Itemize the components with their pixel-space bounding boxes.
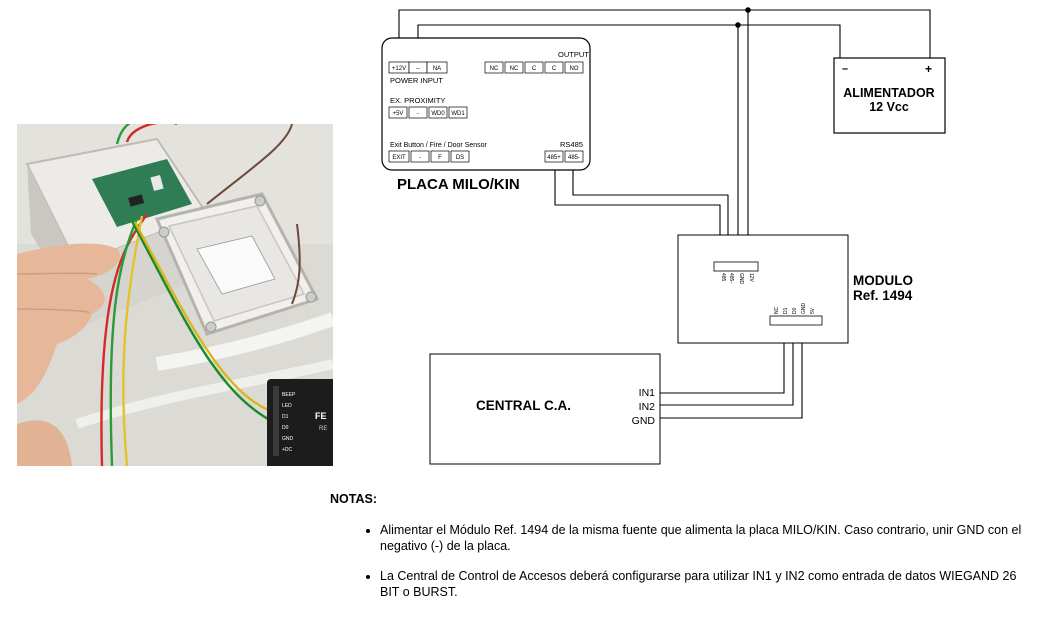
- module-pin-12v: 12V: [748, 273, 754, 283]
- photo-led-led: LED: [282, 403, 292, 409]
- term-exit-2: -: [419, 155, 421, 161]
- term-exit-4: DS: [456, 155, 464, 161]
- photo-led-gnd: GND: [282, 436, 294, 442]
- board-milo-kin: +12V – NA NC NC C C NO +5V - WD0 WD1: [381, 37, 591, 193]
- label-ex-proximity: EX. PROXIMITY: [390, 96, 445, 105]
- photo-illustration: BEEP LED D1 D0 GND +DC FE RE: [17, 124, 333, 466]
- module-pin-d1: D1: [783, 307, 789, 314]
- notes-title: NOTAS:: [330, 492, 377, 506]
- psu-voltage: 12 Vcc: [869, 100, 909, 114]
- term-power-1: +12V: [392, 66, 406, 72]
- module-pin-nc: NC: [774, 306, 780, 314]
- photo-led-d0: D0: [282, 425, 289, 431]
- notes-list: Alimentar el Módulo Ref. 1494 de la mism…: [330, 522, 1030, 600]
- term-output-2: NC: [510, 66, 519, 72]
- term-power-2: –: [416, 66, 420, 72]
- module-pin-gnd2: GND: [801, 303, 807, 315]
- term-exit-3: F: [438, 155, 442, 161]
- photo-brand: FE: [315, 411, 327, 421]
- central-gnd: GND: [632, 415, 656, 427]
- term-prox-3: WD0: [431, 111, 445, 117]
- photo-led-d1: D1: [282, 414, 289, 420]
- module-pin-485-minus: 485-: [728, 273, 734, 283]
- term-rs485-1: 485+: [547, 155, 561, 161]
- wire-485-minus: [572, 166, 729, 262]
- wiring-diagram: +12V – NA NC NC C C NO +5V - WD0 WD1: [381, 7, 946, 465]
- term-output-3: C: [532, 66, 537, 72]
- central-in1: IN1: [639, 387, 656, 399]
- module-pin-485: 485: [720, 273, 726, 282]
- psu-positive-sign: +: [925, 62, 932, 76]
- installation-photo: BEEP LED D1 D0 GND +DC FE RE: [17, 124, 333, 466]
- wire-gnd-to-central: [660, 325, 803, 419]
- label-power-input: POWER INPUT: [390, 76, 443, 85]
- label-exit: Exit Button / Fire / Door Sensor: [390, 142, 488, 149]
- notes-section: NOTAS: Alimentar el Módulo Ref. 1494 de …: [330, 492, 1030, 614]
- term-output-1: NC: [490, 66, 499, 72]
- photo-led-beep: BEEP: [282, 392, 296, 398]
- module-1494: 485 485- GND 12V NC D1 D0 GND 5V MODULO …: [677, 234, 913, 344]
- module-pin-d0: D0: [792, 307, 798, 314]
- label-rs485: RS485: [560, 140, 583, 149]
- term-exit-1: EXIT: [392, 155, 406, 161]
- power-supply: – + ALIMENTADOR 12 Vcc: [833, 57, 946, 134]
- note-item-2: La Central de Control de Accesos deberá …: [380, 568, 1030, 600]
- note-item-1: Alimentar el Módulo Ref. 1494 de la mism…: [380, 522, 1030, 554]
- term-prox-2: -: [417, 111, 419, 117]
- module-pin-5v: 5V: [810, 307, 816, 314]
- central-in2: IN2: [639, 401, 656, 413]
- central-ca: CENTRAL C.A. IN1 IN2 GND: [429, 353, 661, 465]
- module-pin-gnd: GND: [738, 273, 744, 285]
- psu-title: ALIMENTADOR: [843, 86, 934, 100]
- central-title: CENTRAL C.A.: [476, 398, 571, 413]
- term-rs485-2: 485-: [568, 155, 580, 161]
- junction-12v: [745, 7, 751, 13]
- term-output-5: NO: [570, 66, 579, 72]
- board-title: PLACA MILO/KIN: [397, 176, 520, 193]
- wire-d0-to-in2: [660, 325, 794, 406]
- photo-brand2: RE: [319, 426, 327, 432]
- wire-12v-to-psu-positive: [398, 9, 931, 62]
- psu-negative-sign: –: [842, 63, 848, 75]
- photo-led-dc: +DC: [282, 447, 293, 453]
- term-prox-1: +5V: [393, 111, 404, 117]
- term-power-3: NA: [433, 66, 441, 72]
- label-output: OUTPUT: [558, 50, 589, 59]
- junction-gnd: [735, 22, 741, 28]
- module-ref: Ref. 1494: [853, 288, 913, 303]
- module-title: MODULO: [853, 273, 913, 288]
- term-output-4: C: [552, 66, 557, 72]
- wire-d1-to-in1: [660, 325, 785, 394]
- term-prox-4: WD1: [451, 111, 465, 117]
- wire-485-plus: [554, 166, 721, 262]
